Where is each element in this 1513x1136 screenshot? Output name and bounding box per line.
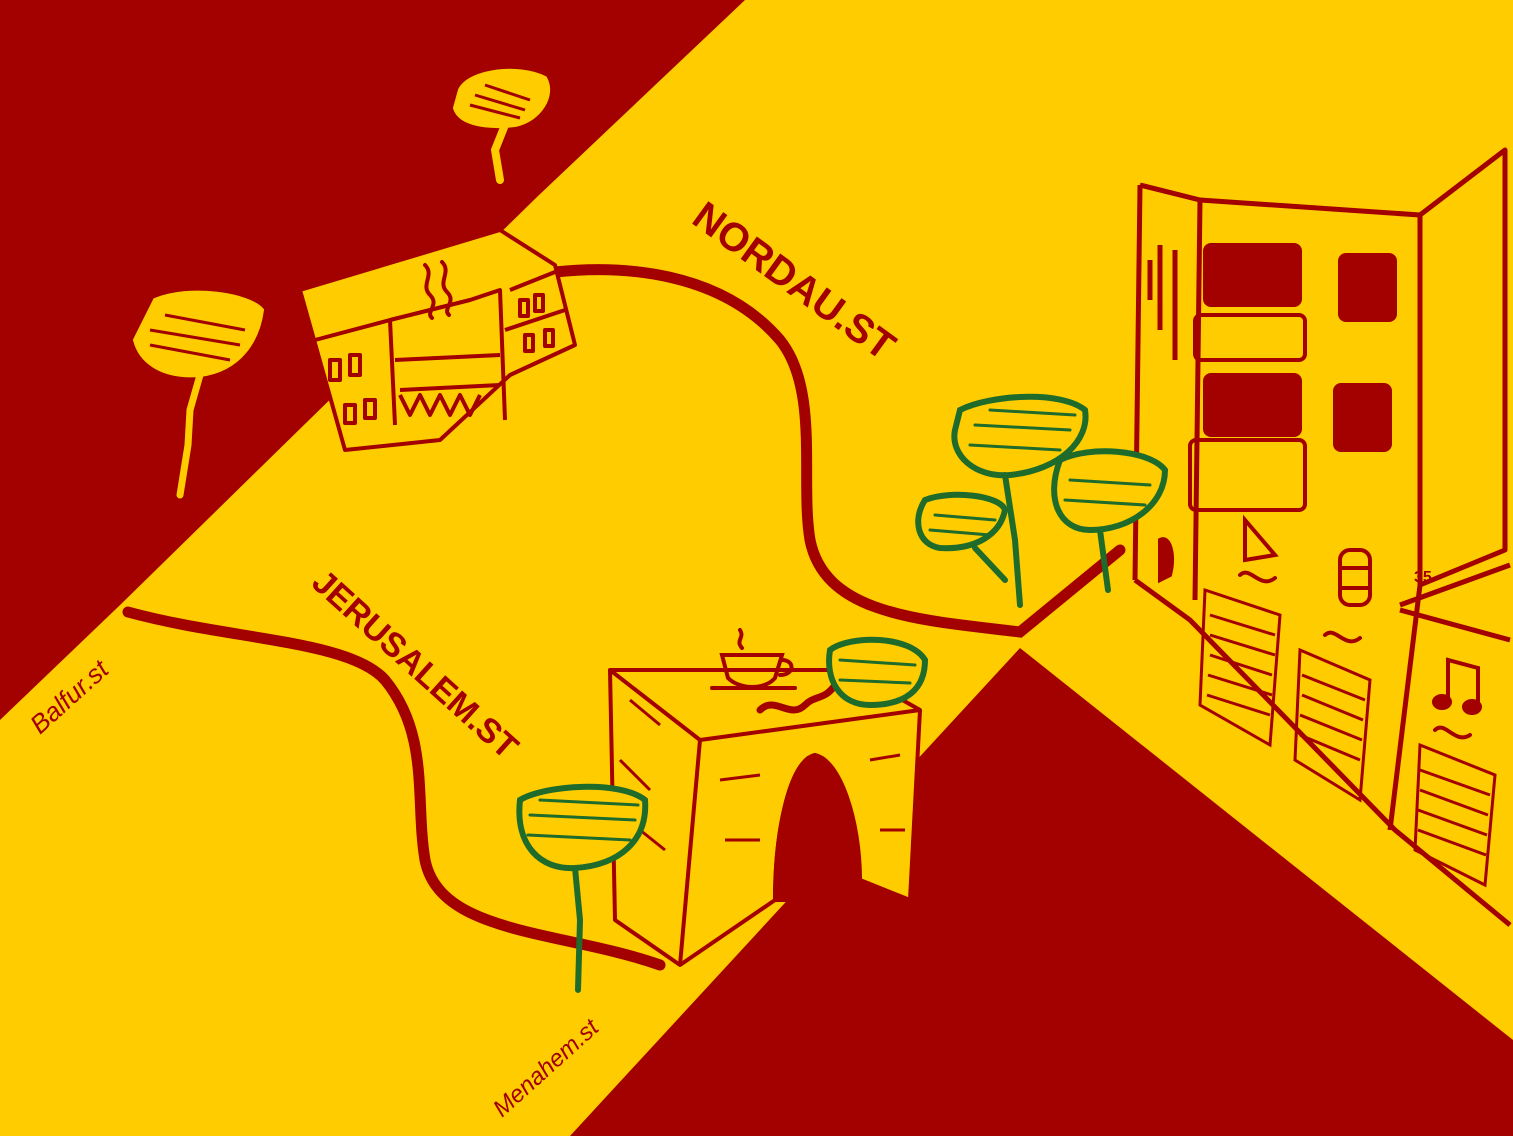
shop-shutters	[1198, 587, 1497, 888]
barrel-icon	[1338, 548, 1372, 607]
shop-signs	[1238, 570, 1472, 740]
museum-building	[298, 228, 577, 452]
tree-green-arch-left	[516, 783, 649, 993]
coffee-cup-icon	[710, 628, 797, 690]
arch-sign	[756, 681, 839, 714]
music-note-icon	[1432, 657, 1482, 715]
steam-icon	[423, 260, 453, 320]
sail-icon	[1243, 514, 1279, 563]
tree-yellow-left	[132, 290, 265, 499]
bottom-right-red-zone	[570, 648, 1513, 1136]
tree-yellow-top	[452, 68, 551, 184]
jerusalem-road	[122, 606, 666, 971]
tree-green-arch-top	[826, 636, 929, 709]
apartment-building	[1132, 147, 1512, 927]
top-left-red-zone	[0, 0, 745, 720]
nordau-road	[549, 264, 1126, 638]
building-number: 35	[1414, 569, 1432, 586]
stone-arch-gate	[608, 668, 922, 967]
building-balconies	[1188, 313, 1307, 512]
tree-green-cluster	[915, 393, 1169, 608]
building-windows	[1158, 243, 1397, 584]
roads	[122, 264, 1126, 971]
